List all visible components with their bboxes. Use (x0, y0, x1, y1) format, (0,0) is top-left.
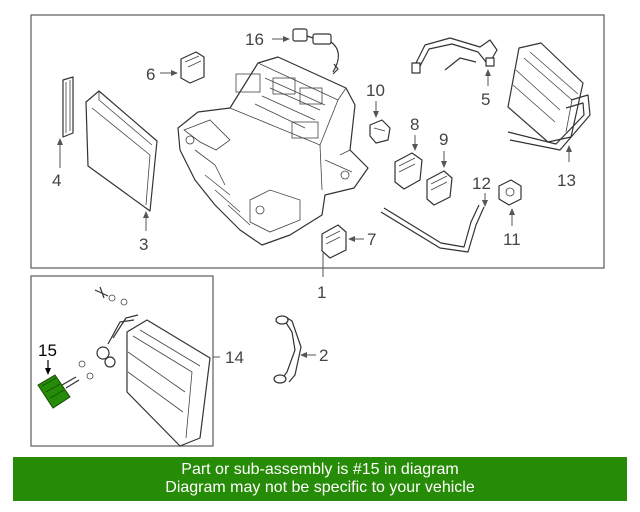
callout-12[interactable]: 12 (472, 174, 491, 207)
svg-text:11: 11 (503, 230, 521, 249)
part-6-drawing (180, 51, 205, 84)
svg-text:15: 15 (38, 341, 57, 360)
callout-10[interactable]: 10 (366, 81, 385, 118)
callout-9[interactable]: 9 (439, 130, 448, 168)
svg-text:3: 3 (139, 235, 148, 254)
callout-5[interactable]: 5 (481, 69, 491, 109)
callout-15[interactable]: 15 (38, 341, 57, 375)
callout-4[interactable]: 4 (52, 138, 63, 190)
part-7-drawing (321, 224, 347, 259)
callout-11[interactable]: 11 (503, 208, 521, 249)
callout-8[interactable]: 8 (410, 115, 419, 151)
callout-6[interactable]: 6 (146, 65, 178, 84)
part-9-drawing (426, 170, 453, 206)
callout-13[interactable]: 13 (557, 145, 576, 190)
parts-diagram: 4 3 6 16 (30, 14, 605, 447)
svg-text:1: 1 (317, 283, 326, 302)
svg-text:16: 16 (245, 30, 264, 49)
part-3-drawing (85, 90, 158, 212)
svg-text:13: 13 (557, 171, 576, 190)
main-assembly-frame (30, 14, 605, 269)
part-12-drawing (380, 204, 485, 253)
part-16-drawing (292, 28, 339, 75)
banner-line-1: Part or sub-assembly is #15 in diagram (181, 461, 459, 478)
part-10-drawing (369, 119, 391, 144)
svg-text:9: 9 (439, 130, 448, 149)
part-11-drawing (498, 179, 522, 206)
evaporator-subassembly-frame (30, 275, 214, 447)
svg-text:14: 14 (225, 348, 244, 367)
diagram-notice-banner: Part or sub-assembly is #15 in diagram D… (13, 457, 627, 501)
svg-text:7: 7 (367, 230, 376, 249)
svg-text:4: 4 (52, 171, 61, 190)
svg-text:2: 2 (319, 346, 328, 365)
svg-text:6: 6 (146, 65, 155, 84)
callout-2[interactable]: 2 (300, 346, 328, 365)
svg-text:5: 5 (481, 90, 490, 109)
part-5-drawing (411, 37, 498, 74)
banner-line-2: Diagram may not be specific to your vehi… (165, 479, 475, 496)
part-2-drawing (273, 315, 302, 384)
callout-16[interactable]: 16 (245, 30, 290, 49)
callout-7[interactable]: 7 (348, 230, 376, 249)
svg-text:12: 12 (472, 174, 491, 193)
part-13-drawing (507, 42, 591, 151)
callout-14[interactable]: 14 (213, 348, 244, 367)
callout-3[interactable]: 3 (139, 211, 149, 254)
callout-1[interactable]: 1 (317, 253, 326, 302)
svg-text:10: 10 (366, 81, 385, 100)
part-8-drawing (394, 152, 423, 190)
part-15-drawing (37, 374, 71, 409)
part-14-drawing (61, 286, 211, 447)
part-4-drawing (62, 76, 74, 138)
svg-text:8: 8 (410, 115, 419, 134)
part-1-hvac-unit-drawing (177, 56, 369, 246)
